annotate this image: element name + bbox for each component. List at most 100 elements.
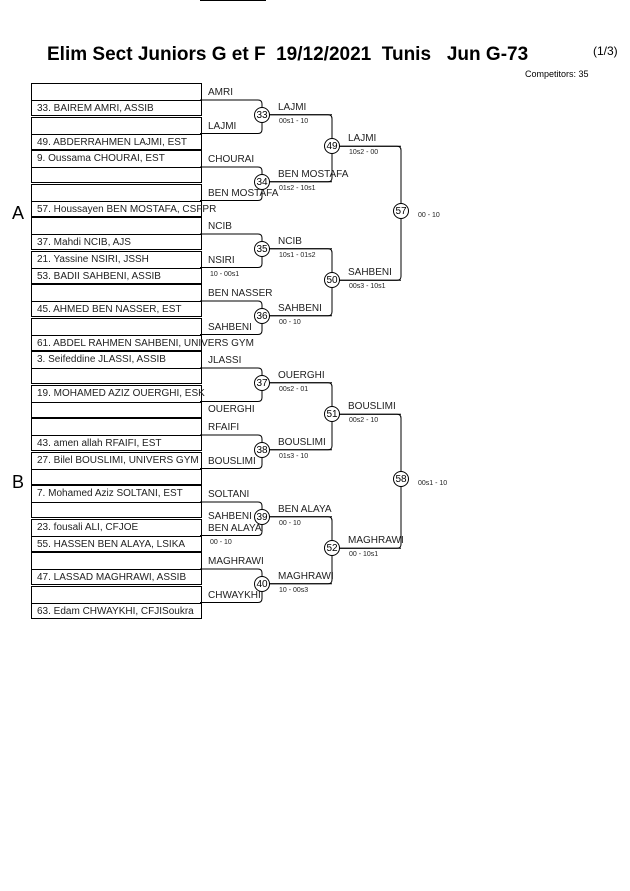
round1-entry-label: CHWAYKHI [208, 589, 261, 601]
competitor-box: 27. Bilel BOUSLIMI, UNIVERS GYM [31, 451, 202, 486]
competitor-name [32, 468, 201, 486]
competitor-box: 61. ABDEL RAHMEN SAHBENI, UNIVERS GYM [31, 317, 254, 352]
match-number: 39 [254, 508, 270, 525]
competitor-name [32, 553, 201, 569]
competitor-box: 37. Mahdi NCIB, AJS [31, 217, 202, 250]
match-number: 52 [324, 540, 340, 557]
match-winner: BOUSLIMI [278, 436, 326, 448]
match-winner: NCIB [278, 235, 302, 247]
round1-entry-label: JLASSI [208, 355, 242, 366]
competitor-box: 63. Edam CHWAYKHI, CFJISoukra [31, 585, 202, 620]
competitor-box: 23. fousali ALI, CFJOE 55. HASSEN BEN ALA… [31, 518, 202, 553]
competitor-name [32, 368, 201, 385]
match-score: 00s3 - 10s1 [349, 283, 386, 291]
competitor-name: 47. LASSAD MAGHRAWI, ASSIB [32, 569, 201, 586]
competitor-name [32, 419, 201, 435]
round1-entry-label: BEN MOSTAFA [208, 187, 279, 199]
match-score: 00s1 - 10 [279, 117, 309, 125]
competitor-name [32, 502, 201, 519]
match-score: 01s3 - 10 [279, 452, 309, 460]
round1-entry-label: BOUSLIMI [208, 455, 256, 467]
competitor-name: 19. MOHAMED AZIZ OUERGHI, ESK [37, 387, 205, 399]
competitor-name [32, 84, 201, 100]
competitor-name: 21. Yassine NSIRI, JSSH [37, 253, 149, 265]
competitor-name: 61. ABDEL RAHMEN SAHBENI, UNIVERS GYM [32, 334, 254, 352]
match-score: 00 - 10s1 [349, 551, 379, 559]
match-winner: MAGHRAWI [348, 535, 404, 547]
match-winner: OUERGHI [278, 369, 325, 381]
competitor-name: 7. Mohamed Aziz SOLTANI, EST [37, 488, 183, 499]
match-score: 10 - 00s3 [279, 586, 309, 594]
pool-label-a: A [12, 203, 25, 223]
round1-entry-label: CHOURAI [208, 154, 255, 165]
round1-entry-label: NSIRI [208, 254, 235, 266]
match-score: 10s2 - 00 [349, 149, 379, 157]
competitor-box: 21. Yassine NSIRI, JSSH 53. BADII SAHBENI… [31, 250, 202, 285]
competitor-name [32, 285, 201, 301]
competitor-name: 55. HASSEN BEN ALAYA, LSIKA [32, 535, 201, 553]
round1-entry-label: AMRI [208, 87, 233, 98]
competitor-box: 9. Oussama CHOURAI, EST [31, 150, 202, 183]
match-score: 00 - 10 [418, 212, 440, 220]
match-score: 00s2 - 10 [349, 417, 379, 425]
competitor-box: 45. AHMED BEN NASSER, EST [31, 284, 202, 317]
match-winner: SAHBENI [278, 302, 322, 314]
competitor-name [32, 587, 201, 603]
round1-entry-label: SOLTANI [208, 489, 250, 500]
competitor-box: 3. Seifeddine JLASSI, ASSIB [31, 351, 202, 384]
competitor-box: 47. LASSAD MAGHRAWI, ASSIB [31, 552, 202, 585]
round1-entry-score: 00 - 10 [210, 538, 232, 546]
round1-entry-label: RFAIFI [208, 422, 240, 433]
round1-entry-label: MAGHRAWI [208, 556, 264, 567]
match-winner: BEN MOSTAFA [278, 168, 349, 180]
bracket-connector [332, 413, 402, 549]
competitor-name: 63. Edam CHWAYKHI, CFJISoukra [32, 602, 201, 620]
match-number: 58 [393, 471, 409, 488]
match-winner: BEN ALAYA [278, 503, 332, 515]
match-score: 01s2 - 10s1 [279, 184, 316, 192]
match-number: 37 [254, 374, 270, 391]
match-number: 51 [324, 406, 340, 423]
round1-entry-label: BEN ALAYA [208, 522, 262, 534]
round1-entry-label: NCIB [208, 221, 232, 232]
match-number: 33 [254, 106, 270, 123]
match-number: 34 [254, 173, 270, 190]
round1-entry-score: 10 - 00s1 [210, 270, 240, 278]
competitor-name: 23. fousali ALI, CFJOE [37, 521, 139, 533]
competitors-count: Competitors: 35 [525, 69, 589, 79]
divider [200, 0, 266, 1]
match-winner: SAHBENI [348, 267, 392, 279]
competitor-box: 19. MOHAMED AZIZ OUERGHI, ESK [31, 384, 205, 418]
match-number: 35 [254, 240, 270, 257]
competitor-name [32, 218, 201, 234]
round1-entry-label: SAHBENI [208, 510, 252, 522]
competitor-name: 9. Oussama CHOURAI, EST [37, 153, 165, 164]
match-number: 38 [254, 441, 270, 458]
page-number: (1/3) [593, 44, 618, 58]
match-score: 00 - 10 [279, 519, 301, 527]
bracket-connector [332, 145, 402, 281]
competitor-name: 37. Mahdi NCIB, AJS [32, 234, 201, 251]
competitor-name: 53. BADII SAHBENI, ASSIB [32, 267, 201, 285]
competitor-name: 45. AHMED BEN NASSER, EST [32, 301, 201, 318]
competitor-name: 3. Seifeddine JLASSI, ASSIB [37, 354, 166, 365]
match-number: 40 [254, 575, 270, 592]
match-score: 00 - 10 [279, 318, 301, 326]
competitor-name: 43. amen allah RFAIFI, EST [32, 435, 201, 452]
round1-entry-label: SAHBENI [208, 321, 252, 333]
match-winner: LAJMI [348, 133, 377, 145]
match-score: 00s2 - 01 [279, 385, 309, 393]
match-number: 57 [393, 203, 409, 220]
match-score: 00s1 - 10 [418, 480, 448, 488]
pool-label-b: B [12, 472, 25, 492]
competitor-name [32, 118, 201, 134]
competitor-name: 49. ABDERRAHMEN LAJMI, EST [32, 133, 201, 151]
competitor-name: 27. Bilel BOUSLIMI, UNIVERS GYM [37, 454, 199, 466]
competitor-name: 33. BAIREM AMRI, ASSIB [32, 100, 201, 117]
match-winner: MAGHRAWI [278, 570, 334, 582]
match-winner: BOUSLIMI [348, 401, 396, 413]
bracket-connector [200, 367, 263, 402]
match-number: 49 [324, 138, 340, 155]
